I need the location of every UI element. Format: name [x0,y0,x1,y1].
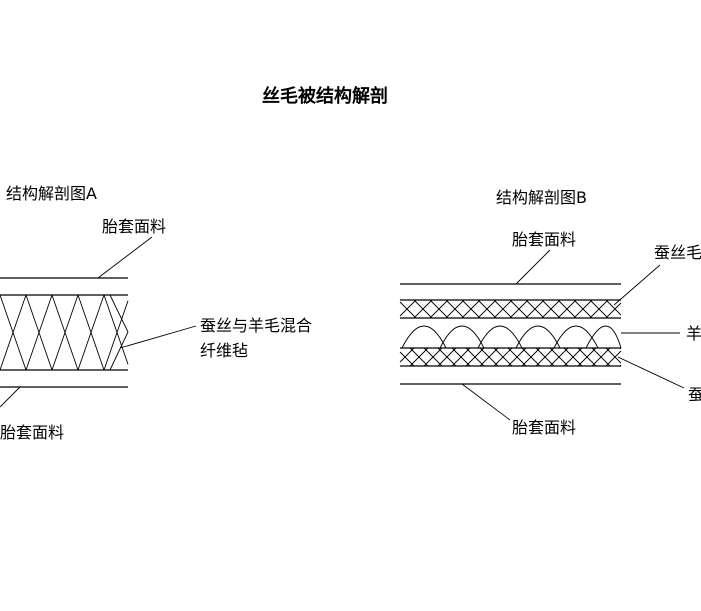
diagram-b-layer-bottom-leader [617,356,685,389]
diagram-a-cover-bottom-leader [0,386,21,408]
diagram-a-fiber-stroke [0,294,27,371]
diagram-b-heading: 结构解剖图B [496,188,587,207]
diagram-b-silk-bottom-stroke [507,347,527,367]
diagram-b-silk-top-stroke [525,299,545,319]
diagram-b-silk-bottom-stroke [605,347,622,364]
diagram-b-layer-bottom-label: 蚕 [688,385,701,404]
diagram-b-silk-bottom-stroke [605,350,622,367]
diagram-b-silk-bottom-stroke [465,347,485,367]
diagram-b-silk-top-stroke [509,299,529,319]
diagram-b-silk-bottom-stroke [399,347,415,363]
diagram-b-silk-bottom-stroke [451,347,471,367]
diagram-b-silk-top-stroke [429,299,449,319]
diagram-b-silk-top-stroke [605,299,622,316]
diagram-b-silk-bottom-stroke [493,347,513,367]
diagram-a-filling-leader [119,325,197,349]
diagram-b-silk-top-stroke [541,299,561,319]
diagram-b-silk-bottom-stroke [549,347,569,367]
diagram-a-fiber-edge [109,331,129,371]
diagram-b-silk-top-stroke [493,299,513,319]
diagram-b-silk-top-stroke [461,299,481,319]
diagram-b-wool-arch [553,325,599,349]
diagram-b-cover-top-leader [515,249,551,285]
diagram-b-silk-top-stroke [605,302,622,319]
diagram-b-wool-arch [477,325,523,349]
diagram-b-wool-arch [585,325,622,349]
diagram-a-filling-label-line2: 纤维毡 [200,341,248,360]
diagram-b-silk-top-stroke [573,299,593,319]
diagram-b-silk-bottom-stroke [409,347,429,367]
diagram-b-silk-top-stroke [557,299,577,319]
diagram-a-fiber-crosshatch [0,294,129,371]
diagram-b-layer-top-label: 蚕丝毛 [654,243,701,262]
diagram-a-heading: 结构解剖图A [6,184,97,203]
diagram-a-cover-top-label: 胎套面料 [102,217,166,236]
diagram-b-cover-bottom-label: 胎套面料 [512,418,576,437]
diagram-b-cover-bottom-leader [461,383,511,421]
diagram-b-wool-arch [515,325,561,349]
diagram-b-silk-top-stroke [399,299,417,317]
diagram-b-silk-bottom-crosshatch [399,347,622,367]
diagram-b-silk-top-stroke [589,299,609,319]
main-title: 丝毛被结构解剖 [262,85,388,107]
diagram-b-layer-top-leader [613,264,661,306]
diagram-a-cover-top-leader [97,236,153,279]
diagram-b-silk-bottom-stroke [423,347,443,367]
diagram-b-silk-top-stroke [399,301,417,319]
diagram-b-silk-bottom-stroke [535,347,555,367]
diagram-b-silk-bottom-stroke [619,347,622,350]
diagram-b-silk-top-crosshatch [399,299,622,319]
diagram-b-wool-arch [401,325,447,349]
diagram-b-layer-middle-label: 羊 [686,324,701,343]
diagram-a-fiber-stroke [51,294,79,371]
diagram-b-silk-bottom-stroke [437,347,457,367]
diagram-a-cover-bottom-label: 胎套面料 [0,423,64,442]
diagram-a: 结构解剖图A 胎套面料 蚕丝与羊毛混合 纤维毡 胎套面料 [0,184,312,442]
diagram-b-silk-top-stroke [413,299,433,319]
diagram-b: 结构解剖图B 胎套面料 蚕丝毛 羊 蚕 胎套面料 [399,188,701,437]
diagram-b-silk-bottom-stroke [563,347,583,367]
diagram-b-silk-bottom-stroke [591,347,611,367]
diagram-b-wool-middle-arches [401,325,622,349]
diagram-b-silk-bottom-stroke [399,351,415,367]
diagram-b-cover-top-label: 胎套面料 [512,230,576,249]
diagram-a-fiber-stroke [77,294,105,371]
diagram-a-fiber-stroke [103,294,129,365]
diagram-b-silk-top-stroke [477,299,497,319]
diagram-a-fiber-stroke [25,294,53,371]
diagram-a-fiber-stroke [103,300,129,371]
diagram-b-silk-bottom-stroke [619,364,622,367]
diagram-b-silk-top-stroke [445,299,465,319]
diagram-b-wool-arch [439,325,485,349]
diagram-a-filling-label-line1: 蚕丝与羊毛混合 [200,316,312,335]
diagram-b-silk-bottom-stroke [521,347,541,367]
diagram-b-silk-bottom-stroke [479,347,499,367]
diagram-a-fiber-edge [109,294,129,333]
diagram-b-silk-bottom-stroke [577,347,597,367]
